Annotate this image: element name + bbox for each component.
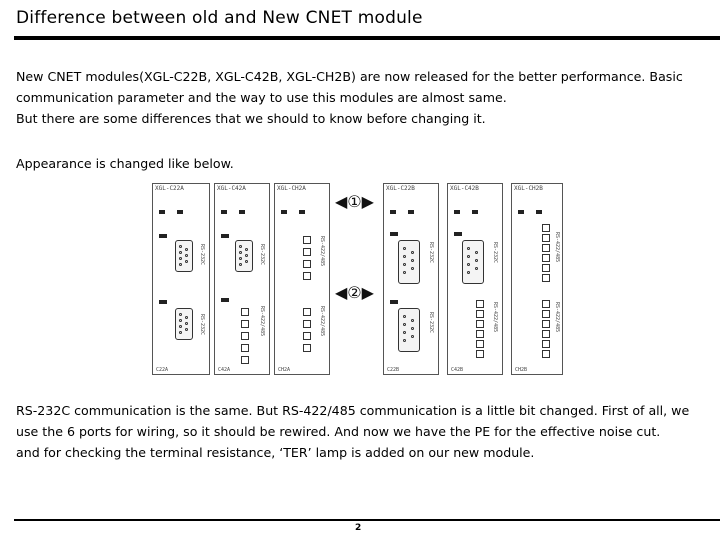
module-code: CH2A [278, 367, 291, 373]
intro-line: But there are some differences that we s… [16, 111, 486, 126]
status-led [159, 210, 165, 214]
status-led [454, 210, 460, 214]
db9-port [398, 240, 420, 284]
port-tag [159, 234, 167, 238]
details-line: use the 6 ports for wiring, so it should… [16, 424, 661, 439]
appearance-label: Appearance is changed like below. [16, 156, 234, 171]
old-module-c42a: XGL-C42A RS-232C RS-422/485 C42A [214, 183, 270, 375]
db9-port [175, 240, 193, 272]
new-module-ch2b: XGL-CH2B RS-422/485 RS-422/485 CH2B [511, 183, 563, 375]
port-label: RS-232C [199, 244, 205, 266]
port-label: RS-232C [259, 244, 265, 266]
module-code: C42B [451, 367, 464, 373]
old-module-ch2a: XGL-CH2A RS-422/485 RS-422/485 CH2A [274, 183, 330, 375]
port-label: RS-232C [492, 242, 498, 264]
status-led [408, 210, 414, 214]
status-led [221, 210, 227, 214]
port-tag [221, 234, 229, 238]
status-led [390, 210, 396, 214]
details-line: and for checking the terminal resistance… [16, 445, 535, 460]
details-paragraph: RS-232C communication is the same. But R… [16, 400, 706, 463]
status-led [299, 210, 305, 214]
port-label: RS-232C [428, 312, 434, 334]
comparison-marker-2: ◀②▶ [335, 283, 374, 302]
details-line: RS-232C communication is the same. But R… [16, 403, 690, 418]
port-tag [159, 300, 167, 304]
port-tag [390, 232, 398, 236]
intro-line: New CNET modules(XGL-C22B, XGL-C42B, XGL… [16, 69, 683, 84]
module-code: C42A [218, 367, 231, 373]
db9-port [398, 308, 420, 352]
intro-line: communication parameter and the way to u… [16, 90, 507, 105]
module-code: C22B [387, 367, 400, 373]
module-code: C22A [156, 367, 169, 373]
port-tag [454, 232, 462, 236]
db9-port [175, 308, 193, 340]
port-label: RS-232C [199, 314, 205, 336]
title-divider [14, 36, 720, 40]
new-module-c42b: XGL-C42B RS-232C RS-422/485 C42B [447, 183, 503, 375]
page-title: Difference between old and New CNET modu… [16, 8, 423, 28]
status-led [518, 210, 524, 214]
status-led [177, 210, 183, 214]
port-label: RS-422/485 [554, 302, 560, 333]
status-led [239, 210, 245, 214]
module-code: CH2B [515, 367, 528, 373]
old-module-c22a: XGL-C22A RS-232C RS-232C C22A [152, 183, 210, 375]
comparison-marker-1: ◀①▶ [335, 192, 374, 211]
status-led [472, 210, 478, 214]
db9-port [462, 240, 484, 284]
module-name: XGL-C22B [386, 185, 415, 192]
status-led [536, 210, 542, 214]
port-label: RS-422/485 [319, 306, 325, 337]
port-label: RS-422/485 [319, 236, 325, 267]
port-tag [221, 298, 229, 302]
port-tag [390, 300, 398, 304]
module-name: XGL-CH2A [277, 185, 306, 192]
footer-divider [14, 519, 720, 521]
module-name: XGL-C42A [217, 185, 246, 192]
port-label: RS-422/485 [259, 306, 265, 337]
port-label: RS-422/485 [492, 302, 498, 333]
intro-paragraph: New CNET modules(XGL-C22B, XGL-C42B, XGL… [16, 66, 706, 129]
module-name: XGL-C22A [155, 185, 184, 192]
module-name: XGL-CH2B [514, 185, 543, 192]
module-name: XGL-C42B [450, 185, 479, 192]
page-number: 2 [355, 523, 362, 533]
port-label: RS-422/485 [554, 232, 560, 263]
new-module-c22b: XGL-C22B RS-232C RS-232C C22B [383, 183, 439, 375]
db9-port [235, 240, 253, 272]
port-label: RS-232C [428, 242, 434, 264]
status-led [281, 210, 287, 214]
